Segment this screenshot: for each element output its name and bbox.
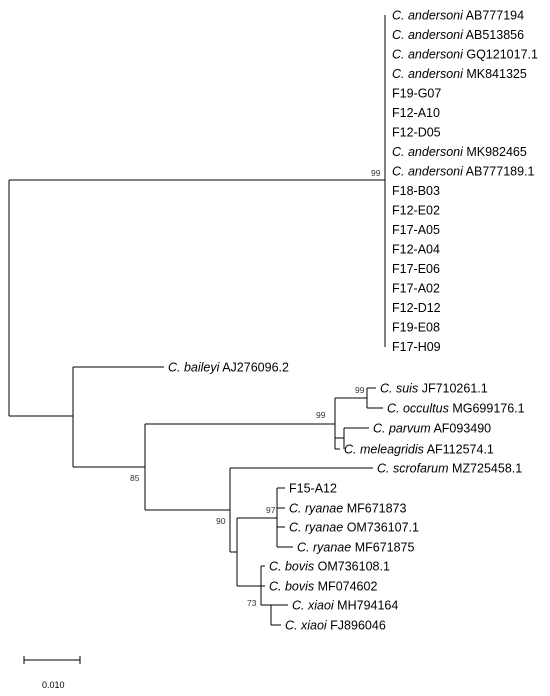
taxon-label: C. bovis MF074602 [269,580,377,594]
taxon-label: C. ryanae MF671875 [297,541,414,555]
taxon-label: F15-A12 [289,482,337,496]
scale-bar-label: 0.010 [42,680,65,690]
taxon-label: F17-H09 [392,340,441,354]
taxon-label: C. andersoni MK841325 [392,67,527,81]
bootstrap-value: 99 [371,168,381,178]
taxon-label: C. andersoni AB777189.1 [392,165,535,179]
bootstrap-value: 97 [266,505,276,515]
bootstrap-value: 90 [216,516,226,526]
bootstrap-values: 99 99 99 85 90 97 73 [130,168,381,608]
taxon-label: F12-A04 [392,243,440,257]
taxon-label: F17-E06 [392,262,440,276]
taxon-label: C. scrofarum MZ725458.1 [377,462,522,476]
taxon-label: C. andersoni MK982465 [392,145,527,159]
taxon-label: C. xiaoi FJ896046 [285,619,386,633]
taxon-label: C. parvum AF093490 [373,422,491,436]
taxon-label: C. baileyi AJ276096.2 [168,361,289,375]
bootstrap-value: 73 [247,598,257,608]
tree-branches [8,15,386,626]
bootstrap-value: 99 [316,410,326,420]
taxon-label: C. occultus MG699176.1 [387,402,525,416]
taxon-label: F17-A02 [392,282,440,296]
taxon-label: C. xiaoi MH794164 [292,599,398,613]
bootstrap-value: 99 [355,385,365,395]
taxon-label: F12-D12 [392,301,441,315]
taxon-label: C. andersoni GQ121017.1 [392,48,538,62]
taxon-label: F17-A05 [392,223,440,237]
taxon-label: C. ryanae MF671873 [289,502,406,516]
bootstrap-value: 85 [130,473,140,483]
taxon-label: C. bovis OM736108.1 [269,560,390,574]
taxon-label: C. meleagridis AF112574.1 [344,443,494,457]
taxon-label: C. andersoni AB777194 [392,9,524,23]
taxon-label: C. ryanae OM736107.1 [289,521,419,535]
taxon-label: F19-E08 [392,321,440,335]
taxon-label: F12-E02 [392,204,440,218]
taxon-label: F18-B03 [392,184,440,198]
tip-labels: C. andersoni AB777194 C. andersoni AB513… [168,9,538,633]
taxon-label: F12-A10 [392,106,440,120]
scale-bar: 0.010 [23,656,81,690]
taxon-label: C. andersoni AB513856 [392,28,524,42]
taxon-label: C. suis JF710261.1 [380,382,488,396]
taxon-label: F19-G07 [392,87,441,101]
taxon-label: F12-D05 [392,126,441,140]
